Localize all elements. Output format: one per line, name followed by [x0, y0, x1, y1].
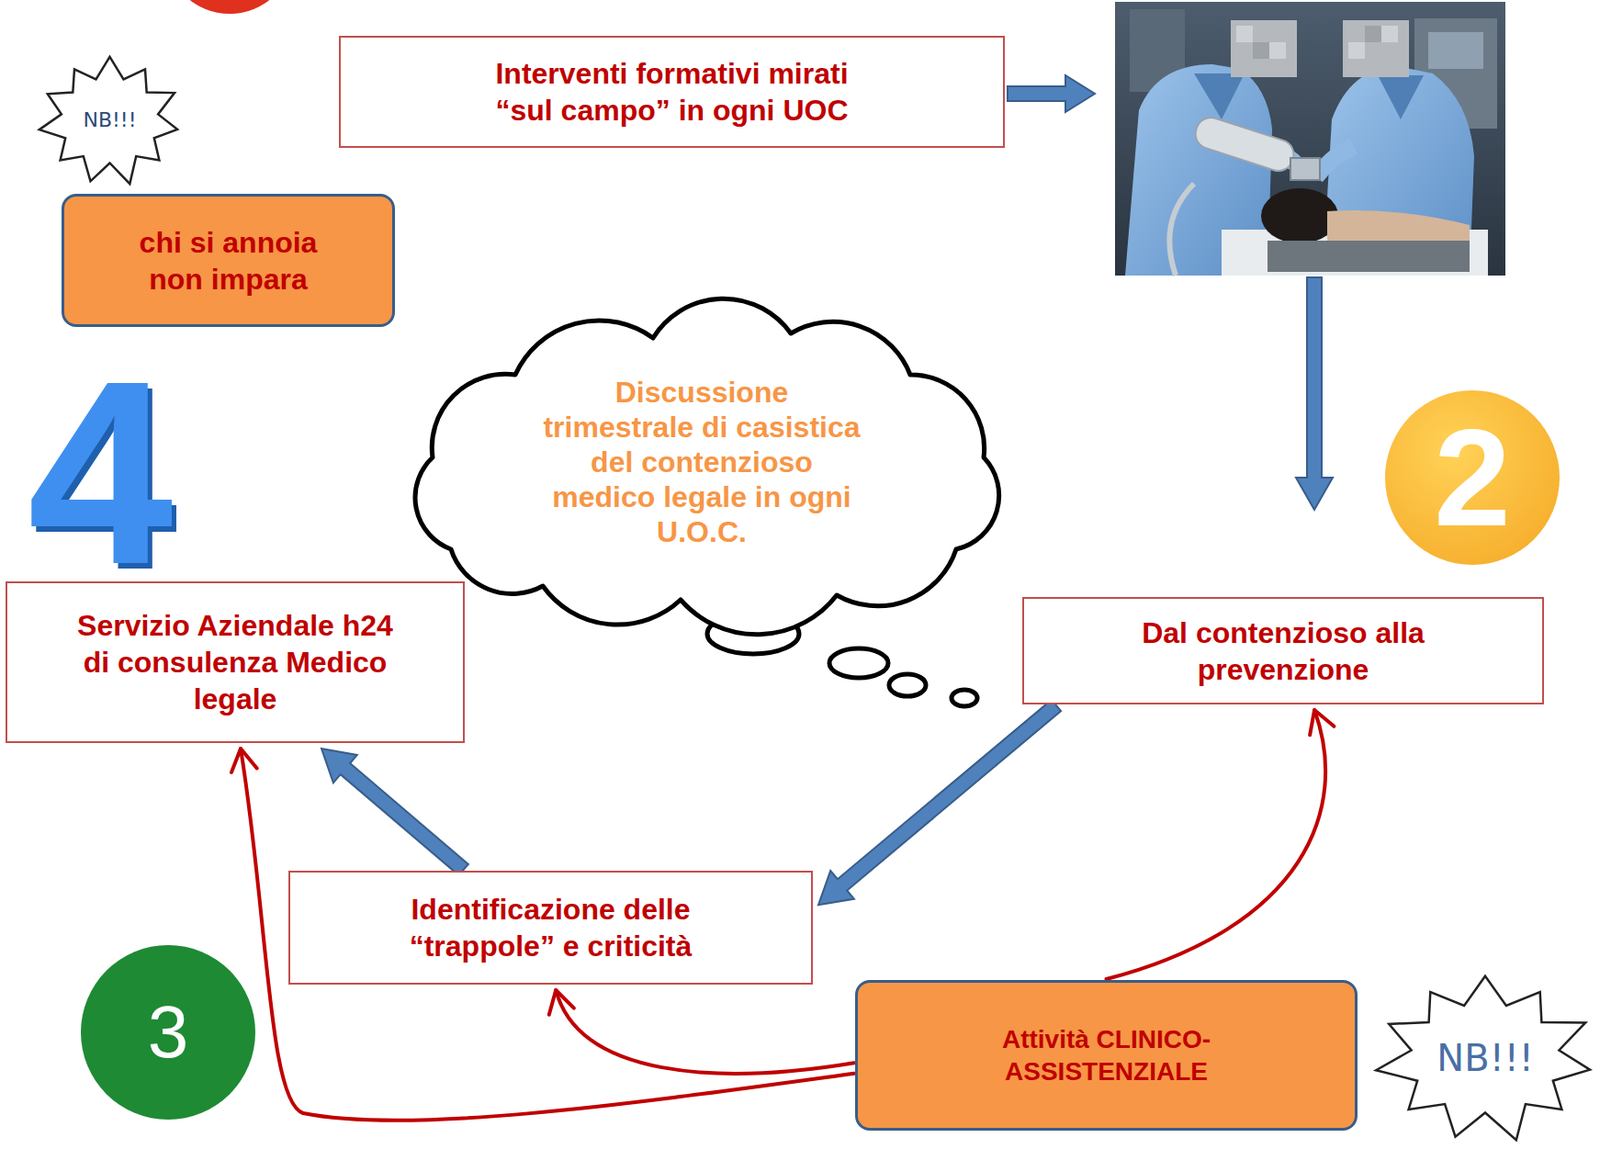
curved-arrow: [231, 748, 855, 1121]
block-arrow: [818, 699, 1061, 905]
node-text: Servizio Aziendale h24 di consulenza Med…: [69, 607, 401, 718]
arrow-head: [1309, 709, 1334, 735]
flow-arrow: [1007, 75, 1095, 113]
node-text: NB!!!: [1436, 1035, 1533, 1082]
node-text: 2: [1433, 408, 1510, 547]
node-text: Dal contenzioso alla prevenzione: [1099, 614, 1467, 688]
partial-marker: [165, 0, 294, 14]
flow-arrow: [1295, 277, 1333, 510]
nb-starburst: NB!!!: [1372, 969, 1599, 1147]
node-text: Identificazione delle “trappole” e criti…: [367, 890, 735, 965]
note-box: chi si annoia non impara: [61, 193, 395, 327]
node-text: NB!!!: [82, 107, 136, 134]
process-box: Identificazione delle “trappole” e criti…: [288, 870, 813, 985]
arrow-head: [549, 990, 575, 1015]
step-number: 3: [80, 945, 256, 1120]
node-text: chi si annoia non impara: [123, 224, 335, 298]
starburst-path: [1375, 976, 1590, 1141]
node-text: Attività CLINICO-ASSISTENZIALE: [904, 1023, 1309, 1088]
starburst-path: [39, 56, 178, 184]
process-box: Servizio Aziendale h24 di consulenza Med…: [5, 581, 465, 744]
arrow-body: [321, 748, 469, 876]
process-box: Interventi formativi mirati “sul campo” …: [338, 35, 1005, 148]
node-text: Discussione trimestrale di casistica del…: [540, 374, 865, 550]
arrow-line: [240, 748, 855, 1121]
thought-cloud: Discussione trimestrale di casistica del…: [377, 301, 1026, 623]
arrow-head: [231, 748, 258, 773]
arrow-line: [555, 990, 855, 1074]
block-arrow: [321, 748, 469, 876]
node-text: Interventi formativi mirati “sul campo” …: [479, 55, 866, 129]
arrow-body: [818, 699, 1061, 905]
curved-arrow: [1106, 709, 1335, 980]
cloud-path: [415, 298, 1000, 635]
node-text: 3: [147, 995, 190, 1070]
step-number: 2: [1385, 390, 1560, 565]
activity-box: Attività CLINICO-ASSISTENZIALE: [855, 980, 1358, 1131]
training-photo: [1115, 1, 1506, 276]
process-box: Dal contenzioso alla prevenzione: [1022, 597, 1544, 705]
arrow-line: [1106, 709, 1327, 980]
curved-arrow: [549, 990, 855, 1074]
nb-starburst: NB!!!: [35, 51, 184, 190]
step-number: 4: [27, 341, 174, 604]
